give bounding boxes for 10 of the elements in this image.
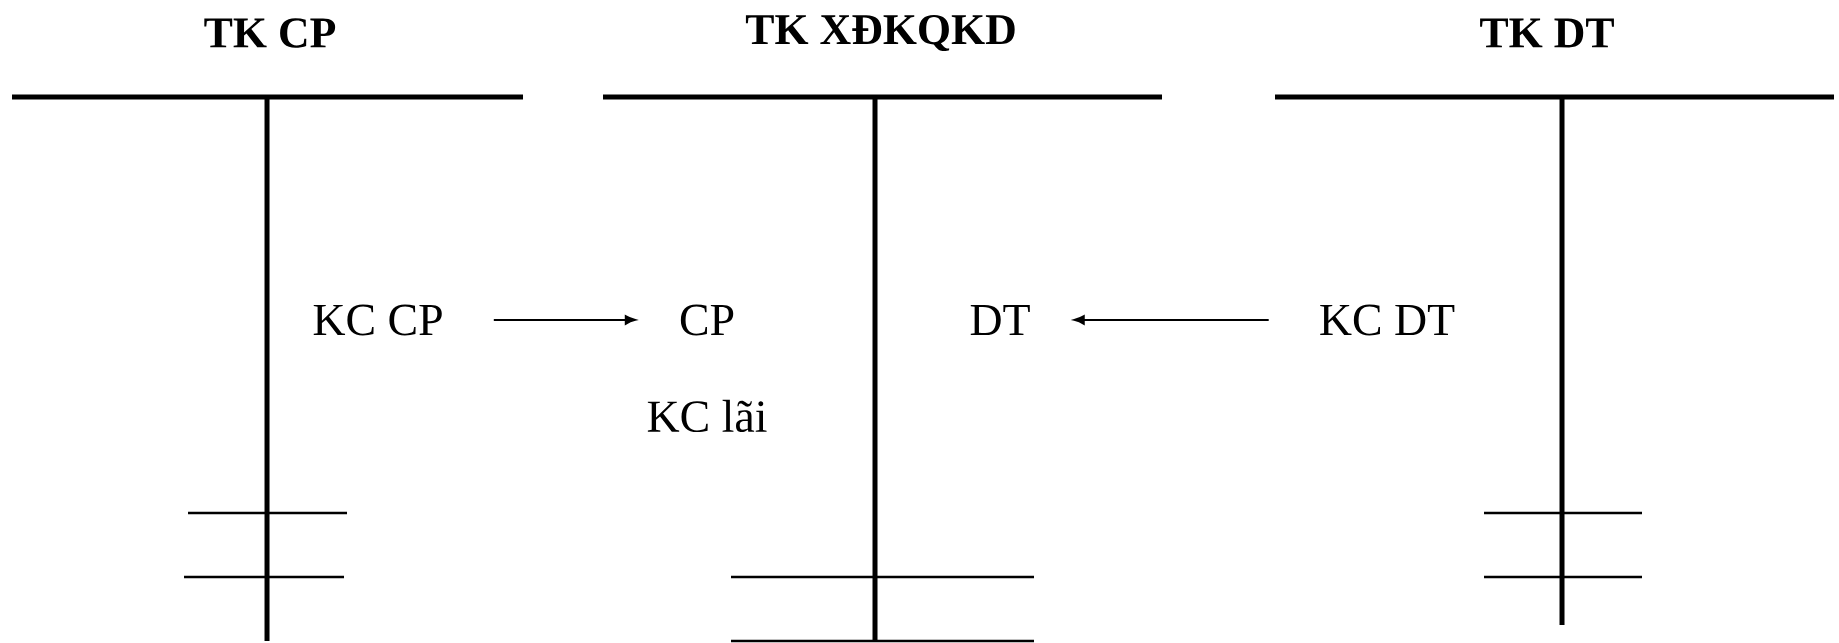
account-title: TK CP [204,18,336,48]
arrow [492,315,637,325]
account-entry: CP [680,304,734,336]
account-title: TK XĐKQKD [745,14,1015,52]
account-title: TK DT [1480,18,1614,48]
account-entry: DT [970,304,1030,336]
arrow [1073,315,1270,325]
account-entry: KC DT [1320,304,1455,336]
entry-label: KC lãi [647,399,767,433]
account-entry: KC CP [313,304,442,336]
